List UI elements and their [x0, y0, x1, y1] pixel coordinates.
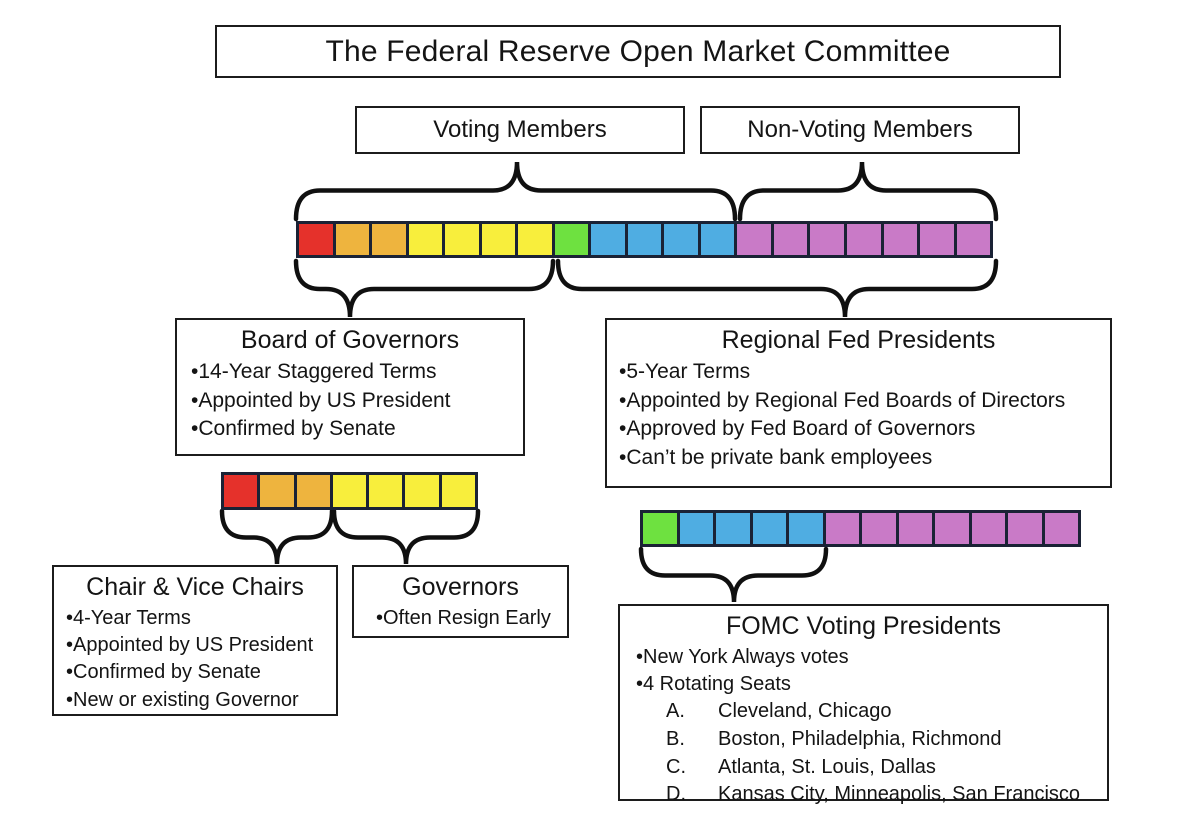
- seat-purple: [968, 513, 1005, 544]
- seat-orange: [332, 224, 370, 255]
- bullet-item: •Confirmed by Senate: [191, 417, 396, 441]
- bullet-item: •5-Year Terms: [619, 360, 751, 383]
- seat-purple: [917, 224, 954, 255]
- seat-blue: [697, 224, 735, 255]
- rotation-letter: A.: [666, 700, 685, 723]
- seat-purple: [822, 513, 859, 544]
- seat-yellow: [366, 475, 403, 507]
- presidents-seats-row: [640, 510, 1081, 547]
- seat-purple: [770, 224, 808, 255]
- seat-green: [643, 513, 677, 544]
- fomc-voting-presidents-box: FOMC Voting Presidents •New York Always …: [618, 604, 1109, 805]
- seat-blue: [588, 224, 625, 255]
- rotation-letter: D.: [666, 783, 686, 806]
- brace-voting-members: [293, 161, 738, 222]
- governors-box: Governors •Often Resign Early: [352, 565, 569, 638]
- diagram-title-box: The Federal Reserve Open Market Committe…: [215, 25, 1061, 78]
- rotation-item: C. Atlanta, St. Louis, Dallas: [666, 754, 1101, 782]
- seat-orange: [369, 224, 406, 255]
- seat-purple: [895, 513, 932, 544]
- seat-yellow: [515, 224, 552, 255]
- bullet-item: •Appointed by US President: [191, 388, 451, 412]
- regional-fed-presidents-box: Regional Fed Presidents •5-Year Terms •Ap…: [605, 318, 1112, 488]
- bullet-item: •New York Always votes: [636, 646, 849, 668]
- bullet-item: •Often Resign Early: [376, 607, 551, 629]
- seat-purple: [932, 513, 969, 544]
- bullet-item: •Confirmed by Senate: [66, 661, 261, 684]
- seat-blue: [676, 513, 713, 544]
- fomc-voting-presidents-title: FOMC Voting Presidents: [725, 612, 1002, 640]
- seat-orange: [293, 475, 330, 507]
- seat-yellow: [438, 475, 475, 507]
- rotation-item: B. Boston, Philadelphia, Richmond: [666, 726, 1101, 754]
- seat-blue: [624, 224, 662, 255]
- brace-board-of-governors: [293, 258, 556, 318]
- board-seats-row: [221, 472, 478, 510]
- seat-purple: [1041, 513, 1078, 544]
- chair-vice-chairs-bullets: •4-Year Terms •Appointed by US President •…: [60, 605, 330, 714]
- brace-regional-presidents: [555, 258, 999, 318]
- rotation-cities: Boston, Philadelphia, Richmond: [718, 727, 1002, 750]
- voting-members-label-box: Voting Members: [355, 106, 685, 154]
- rotation-letter: C.: [666, 755, 686, 778]
- seat-red: [299, 224, 333, 255]
- rotation-cities: Kansas City, Minneapolis, San Francisco: [718, 783, 1081, 806]
- governors-bullets: •Often Resign Early: [360, 605, 561, 632]
- seat-blue: [786, 513, 823, 544]
- bullet-item: •Can’t be private bank employees: [619, 445, 933, 469]
- rotation-item: D. Kansas City, Minneapolis, San Francisc…: [666, 781, 1101, 809]
- seat-purple: [807, 224, 844, 255]
- brace-fomc-voting-presidents: [638, 546, 829, 603]
- bullet-item: •Appointed by US President: [66, 634, 314, 657]
- fomc-voting-presidents-bullets: •New York Always votes •4 Rotating Seats: [626, 644, 1101, 698]
- seat-purple: [734, 224, 771, 255]
- seat-green: [551, 224, 589, 255]
- board-of-governors-bullets: •14-Year Staggered Terms •Appointed by US…: [183, 358, 517, 444]
- rotation-letter: B.: [666, 727, 685, 750]
- seat-blue: [749, 513, 786, 544]
- seat-orange: [257, 475, 294, 507]
- diagram-title: The Federal Reserve Open Market Committe…: [325, 34, 951, 68]
- seat-yellow: [442, 224, 479, 255]
- seat-blue: [661, 224, 698, 255]
- bullet-item: •Approved by Fed Board of Governors: [619, 417, 976, 441]
- seat-purple: [953, 224, 991, 255]
- rotation-cities: Cleveland, Chicago: [718, 700, 892, 723]
- board-of-governors-box: Board of Governors •14-Year Staggered Te…: [175, 318, 525, 456]
- regional-fed-presidents-title: Regional Fed Presidents: [721, 326, 996, 354]
- chair-vice-chairs-box: Chair & Vice Chairs •4-Year Terms •Appoin…: [52, 565, 338, 716]
- seat-purple: [859, 513, 896, 544]
- committee-seats-row: [296, 221, 993, 258]
- seat-purple: [880, 224, 918, 255]
- regional-fed-presidents-bullets: •5-Year Terms •Appointed by Regional Fed …: [613, 358, 1104, 472]
- seat-yellow: [405, 224, 443, 255]
- seat-blue: [713, 513, 750, 544]
- seat-yellow: [329, 475, 367, 507]
- brace-governors: [331, 508, 481, 565]
- voting-members-label: Voting Members: [433, 116, 607, 143]
- chair-vice-chairs-title: Chair & Vice Chairs: [86, 573, 304, 601]
- bullet-item: •4 Rotating Seats: [636, 673, 791, 696]
- seat-purple: [1005, 513, 1042, 544]
- seat-yellow: [402, 475, 439, 507]
- board-of-governors-title: Board of Governors: [240, 326, 460, 354]
- brace-chair-vice-chairs: [219, 508, 335, 565]
- rotation-cities: Atlanta, St. Louis, Dallas: [718, 755, 936, 778]
- bullet-item: •4-Year Terms: [66, 607, 191, 629]
- seat-purple: [843, 224, 881, 255]
- governors-title: Governors: [402, 573, 519, 601]
- seat-red: [224, 475, 258, 507]
- bullet-item: •New or existing Governor: [66, 688, 299, 711]
- seat-yellow: [478, 224, 516, 255]
- bullet-item: •14-Year Staggered Terms: [191, 360, 437, 383]
- bullet-item: •Appointed by Regional Fed Boards of Dir…: [619, 388, 1066, 412]
- brace-non-voting-members: [737, 161, 999, 222]
- rotation-item: A. Cleveland, Chicago: [666, 698, 1101, 726]
- non-voting-members-label: Non-Voting Members: [747, 116, 973, 143]
- non-voting-members-label-box: Non-Voting Members: [700, 106, 1020, 154]
